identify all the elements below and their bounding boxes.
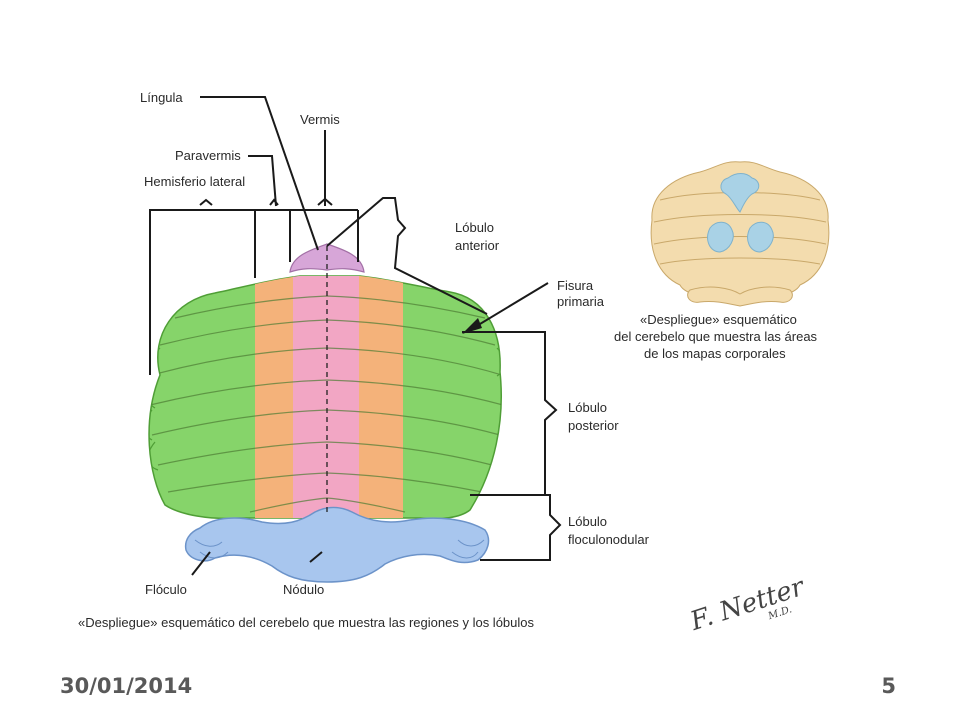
- inset-body-map: [650, 161, 830, 307]
- flocculonodular-region: [184, 506, 490, 583]
- label-fisura-primaria-2: primaria: [557, 294, 605, 309]
- label-lobulo-floculonodular-2: floculonodular: [568, 532, 650, 547]
- inset-lower-lobe: [687, 286, 793, 307]
- artist-signature: F. Netter M.D.: [686, 572, 809, 638]
- label-fisura-primaria-1: Fisura: [557, 278, 594, 293]
- slide-date: 30/01/2014: [60, 674, 193, 698]
- label-lobulo-floculonodular-1: Lóbulo: [568, 514, 607, 529]
- label-lobulo-posterior-1: Lóbulo: [568, 400, 607, 415]
- label-paravermis: Paravermis: [175, 148, 241, 163]
- label-nodulo: Nódulo: [283, 582, 324, 597]
- inset-body-areas: [707, 173, 774, 253]
- label-vermis: Vermis: [300, 112, 340, 127]
- label-lobulo-anterior-1: Lóbulo: [455, 220, 494, 235]
- label-lobulo-anterior-2: anterior: [455, 238, 500, 253]
- slide-page-number: 5: [881, 674, 896, 698]
- inset-caption-1: «Despliegue» esquemático: [640, 312, 797, 327]
- label-lingula: Língula: [140, 90, 183, 105]
- fisura-arrowhead: [462, 318, 482, 334]
- inset-cerebellum: [650, 161, 830, 299]
- label-lobulo-posterior-2: posterior: [568, 418, 619, 433]
- label-hemisferio-lateral: Hemisferio lateral: [144, 174, 245, 189]
- signature-name: F. Netter: [686, 572, 809, 638]
- inset-caption-2: del cerebelo que muestra las áreas: [614, 329, 818, 344]
- flocculus-folds: [194, 539, 485, 559]
- label-floculo: Flóculo: [145, 582, 187, 597]
- vermis-region: [293, 276, 359, 519]
- cerebellum-unfolded: [148, 243, 502, 583]
- annotation-lines: [149, 96, 562, 576]
- figure-caption: «Despliegue» esquemático del cerebelo qu…: [78, 615, 534, 630]
- inset-caption-3: de los mapas corporales: [644, 346, 786, 361]
